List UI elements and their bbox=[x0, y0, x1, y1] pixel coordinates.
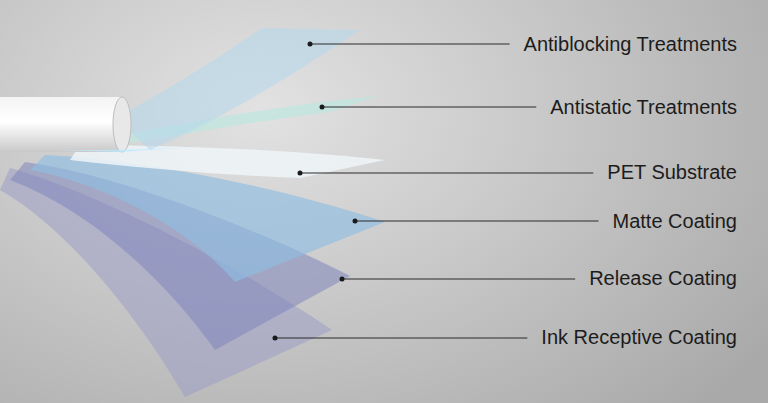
leader-dot bbox=[353, 219, 358, 224]
leader-dot bbox=[320, 105, 325, 110]
leader-line bbox=[300, 173, 593, 174]
leader-lines bbox=[275, 44, 598, 338]
matte-sheet bbox=[30, 155, 385, 282]
leader-dot bbox=[308, 42, 313, 47]
leader-line bbox=[322, 107, 536, 108]
leader-line bbox=[275, 338, 527, 339]
leader-line bbox=[355, 221, 598, 222]
layer-label: PET Substrate bbox=[607, 160, 737, 184]
layer-label: Release Coating bbox=[589, 266, 737, 290]
leader-line bbox=[342, 279, 575, 280]
leader-dot bbox=[273, 336, 278, 341]
layer-label: Ink Receptive Coating bbox=[541, 325, 737, 349]
layer-label: Matte Coating bbox=[612, 209, 737, 233]
antiblocking-sheet bbox=[115, 28, 360, 150]
film-roll bbox=[0, 97, 122, 152]
roll-highlight bbox=[60, 146, 210, 152]
layer-label: Antiblocking Treatments bbox=[524, 32, 737, 56]
leader-line bbox=[310, 44, 510, 45]
leader-dot bbox=[298, 171, 303, 176]
roll-end bbox=[113, 97, 131, 152]
leader-dot bbox=[340, 277, 345, 282]
layer-label: Antistatic Treatments bbox=[550, 95, 737, 119]
leader-dots bbox=[273, 42, 358, 341]
